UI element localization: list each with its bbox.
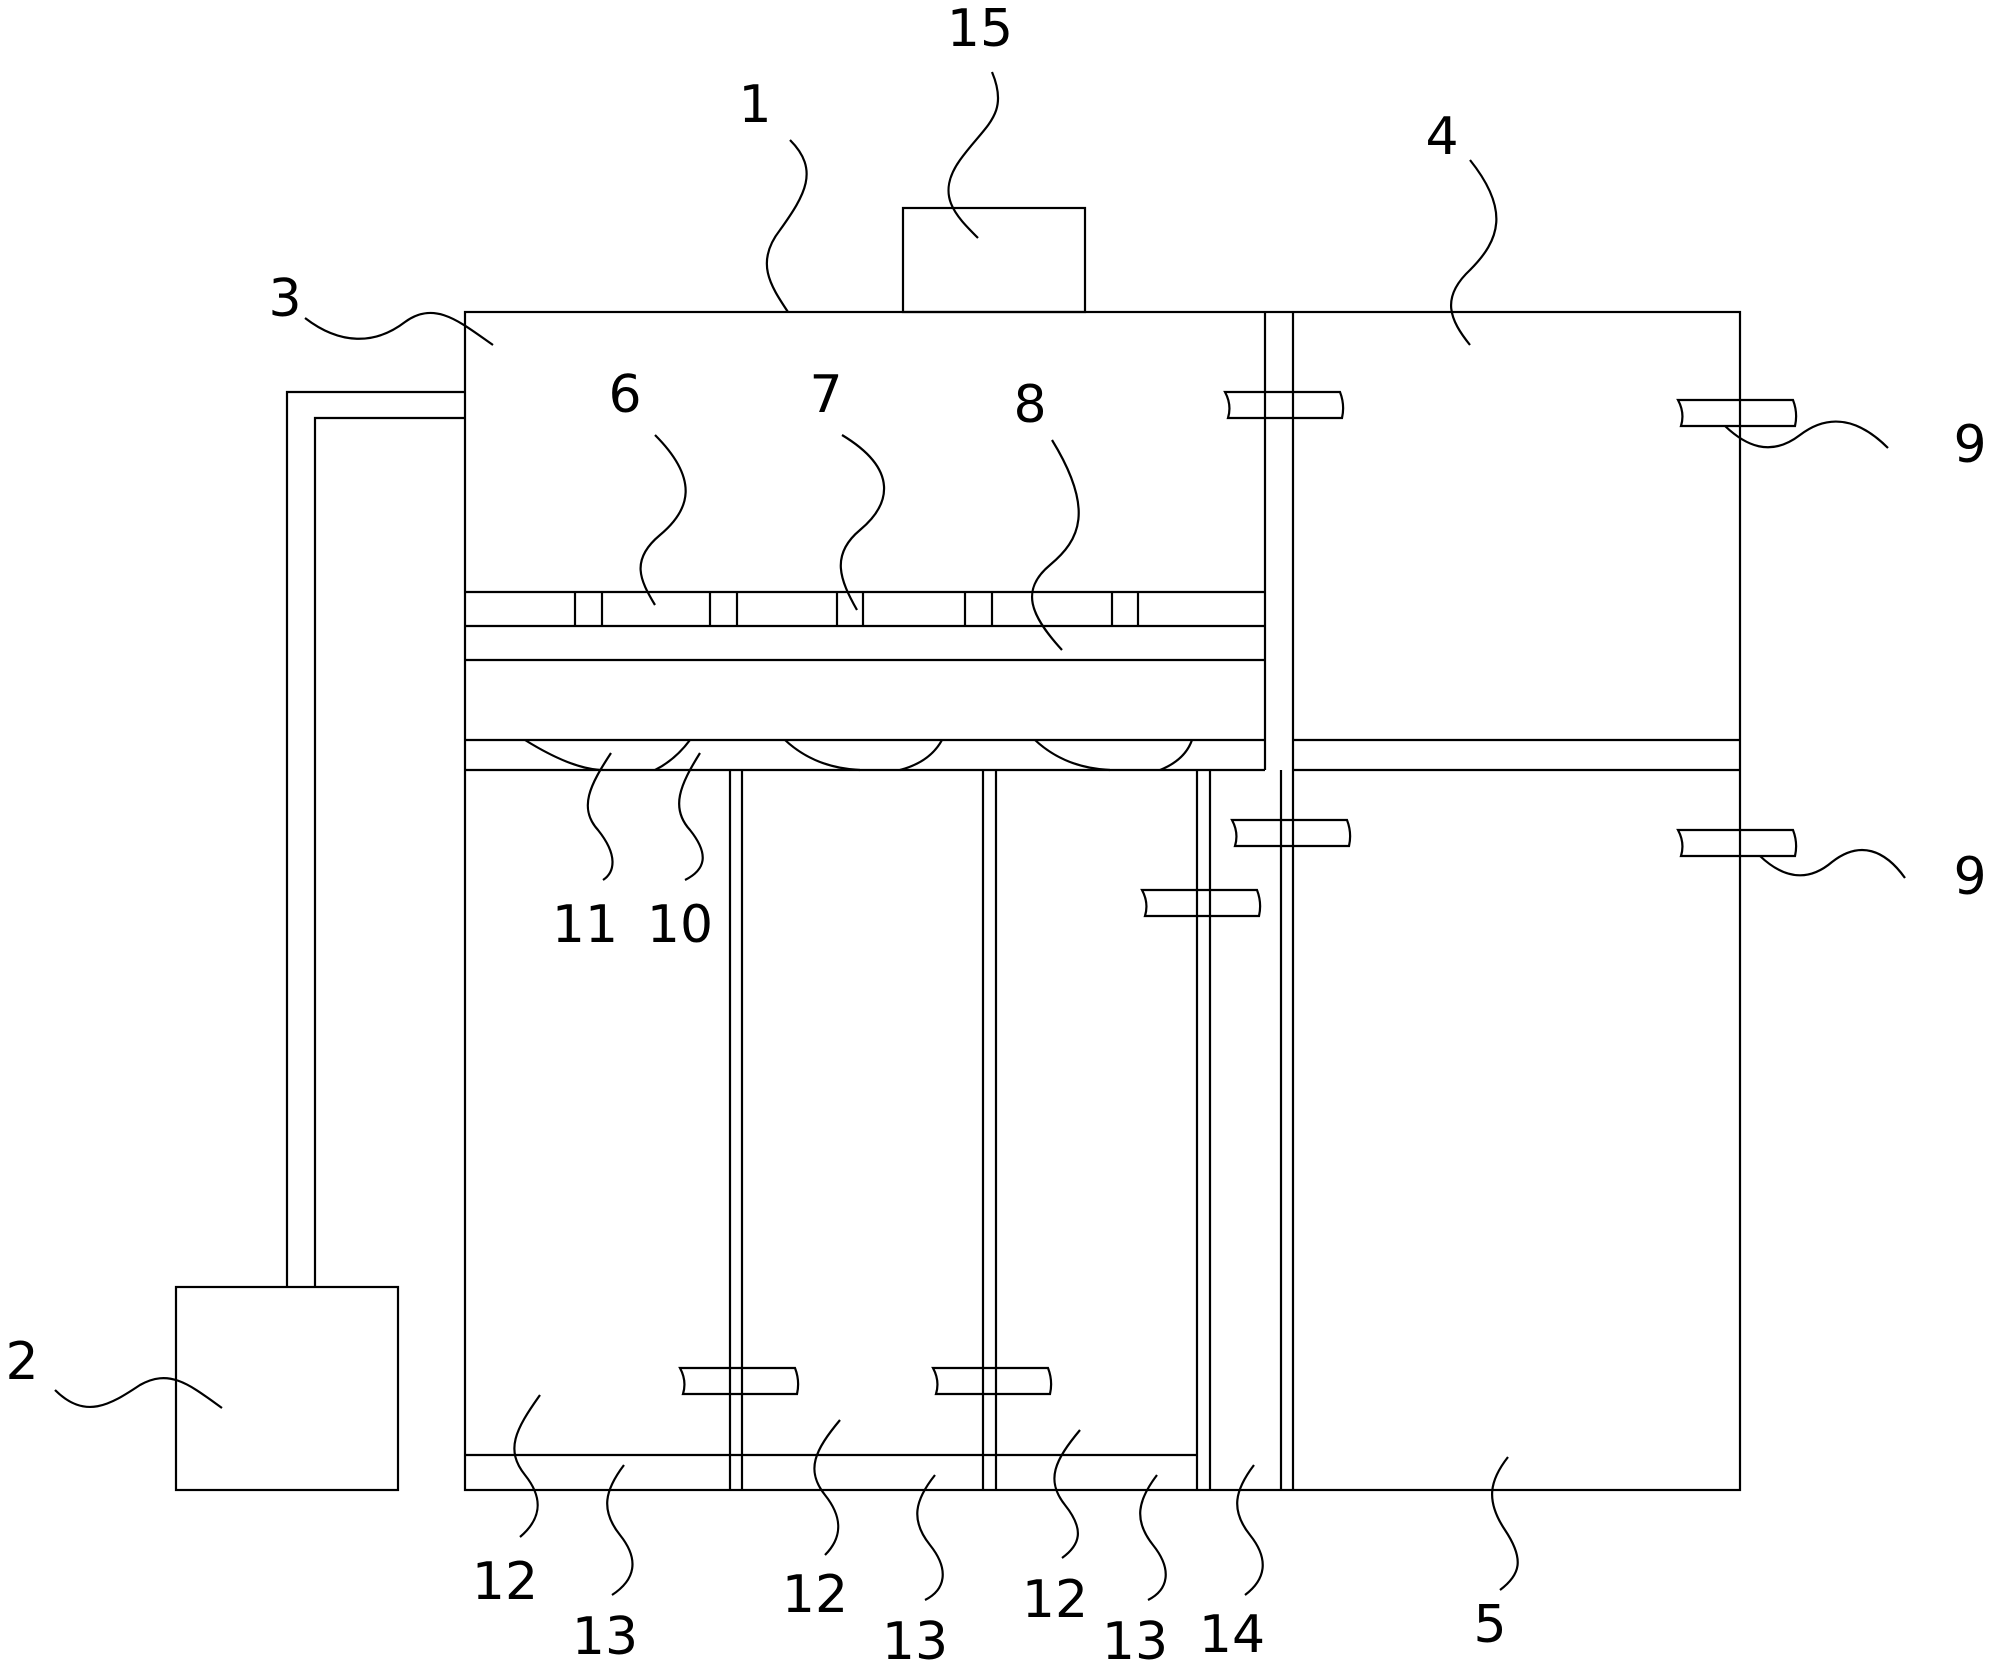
top-box — [901, 206, 1087, 314]
label-6: 6 — [608, 365, 641, 425]
label-9-lower: 9 — [1953, 847, 1986, 907]
label-12-b: 12 — [782, 1565, 848, 1625]
perforated-plate — [465, 590, 1265, 628]
label-12-c: 12 — [1022, 1570, 1088, 1630]
label-1: 1 — [738, 75, 771, 135]
main-housing — [463, 310, 1742, 1492]
label-4: 4 — [1425, 107, 1458, 167]
label-11: 11 — [552, 895, 618, 955]
label-13-b: 13 — [882, 1612, 948, 1672]
label-8: 8 — [1013, 375, 1046, 435]
label-12-a: 12 — [472, 1552, 538, 1612]
labels: 1 2 3 4 5 6 7 8 9 9 10 11 12 12 12 13 13… — [5, 0, 1986, 1672]
break-markers — [678, 390, 1798, 1396]
vertical-divider-upper — [1263, 312, 1295, 770]
lower-partitions — [728, 770, 1295, 1490]
label-15: 15 — [947, 0, 1013, 59]
leader-lines — [54, 71, 1906, 1601]
pipe — [285, 390, 465, 1287]
label-2: 2 — [5, 1332, 38, 1392]
label-9-upper: 9 — [1953, 415, 1986, 475]
label-3: 3 — [268, 269, 301, 329]
external-box — [174, 1285, 400, 1492]
label-10: 10 — [647, 895, 713, 955]
right-horizontal-divider — [1293, 738, 1740, 772]
label-14: 14 — [1199, 1605, 1265, 1665]
label-7: 7 — [809, 365, 842, 425]
arc-plate — [465, 738, 1265, 772]
label-5: 5 — [1473, 1595, 1506, 1655]
label-13-a: 13 — [572, 1607, 638, 1667]
label-13-c: 13 — [1102, 1612, 1168, 1672]
